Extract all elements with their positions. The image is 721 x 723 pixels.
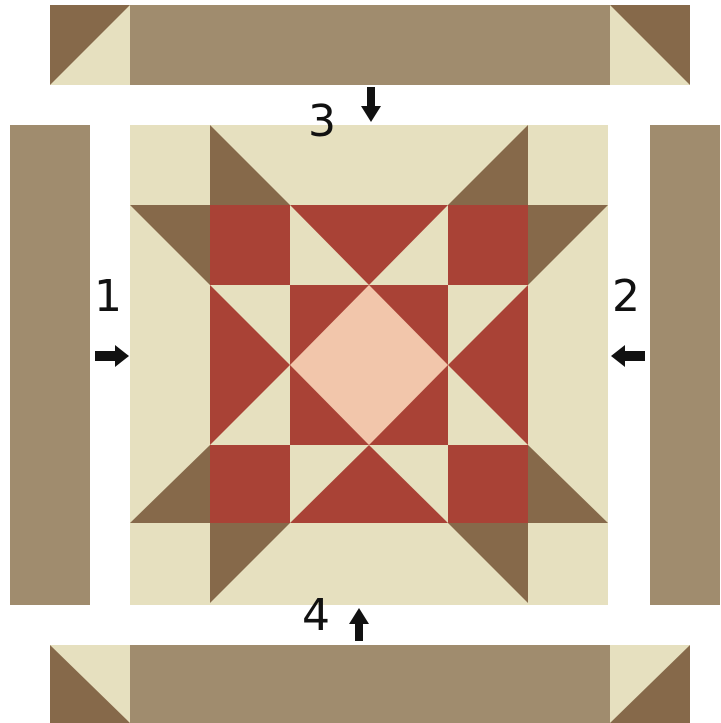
red-square-bottom-left xyxy=(210,445,290,523)
step-label-2: 2 xyxy=(612,271,640,322)
top-border-strip xyxy=(50,5,690,85)
bottom-strip-body xyxy=(50,645,690,723)
red-square-bottom-right xyxy=(448,445,528,523)
top-strip-body xyxy=(50,5,690,85)
red-square-top-left xyxy=(210,205,290,285)
red-square-top-right xyxy=(448,205,528,285)
center-quilt-block xyxy=(130,125,608,605)
arrow-right-icon xyxy=(95,345,129,367)
step-label-4: 4 xyxy=(302,590,330,641)
step-label-3: 3 xyxy=(308,96,336,147)
arrow-left-icon xyxy=(611,345,645,367)
arrow-up-icon xyxy=(349,608,369,641)
left-border-strip xyxy=(10,125,90,605)
arrow-down-icon xyxy=(361,87,381,122)
right-border-strip xyxy=(650,125,720,605)
bottom-border-strip xyxy=(50,645,690,723)
step-label-1: 1 xyxy=(94,271,122,322)
